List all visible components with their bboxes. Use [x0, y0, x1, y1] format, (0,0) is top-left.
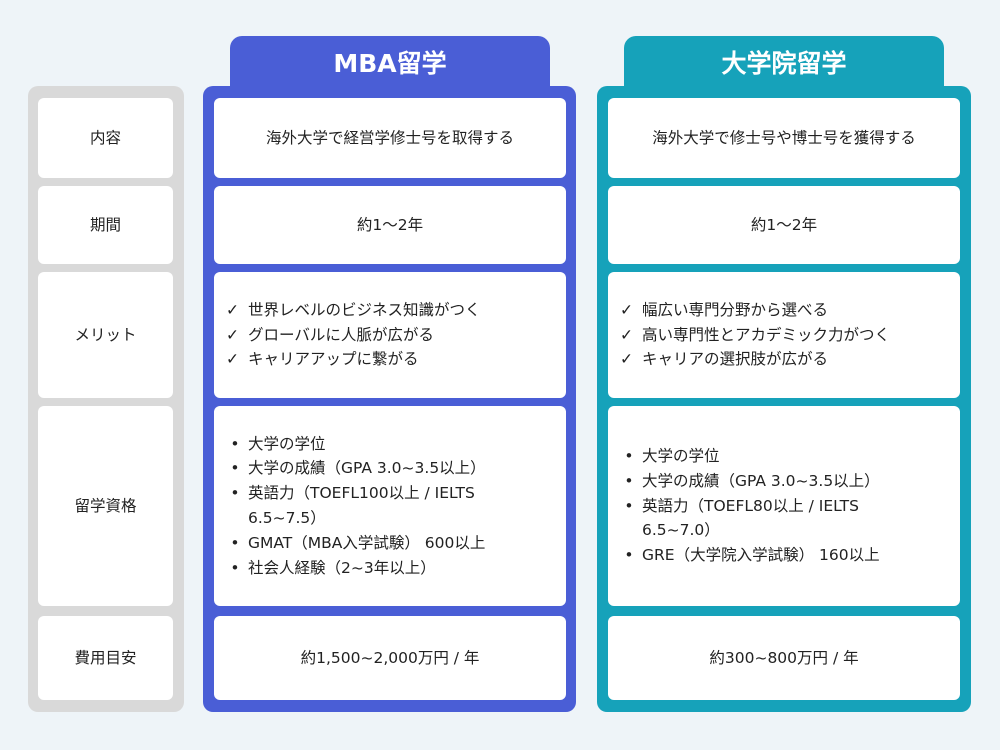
bullet-icon: •	[230, 484, 240, 503]
label-period: 期間	[38, 186, 173, 264]
mba-content: 海外大学で経営学修士号を取得する	[214, 98, 566, 178]
list-item: •大学の学位	[616, 444, 892, 469]
label-cost: 費用目安	[38, 616, 173, 700]
grad-period: 約1〜2年	[608, 186, 960, 264]
list-item: ✓キャリアの選択肢が広がる	[620, 347, 890, 372]
list-item: ✓グローバルに人脈が広がる	[226, 323, 481, 348]
list-item: •大学の成績（GPA 3.0~3.5以上）	[616, 469, 892, 494]
bullet-icon: •	[230, 558, 240, 577]
list-item: ✓世界レベルのビジネス知識がつく	[226, 298, 481, 323]
bullet-icon: •	[624, 496, 634, 515]
bullet-icon: •	[624, 546, 634, 565]
list-item: ✓幅広い専門分野から選べる	[620, 298, 890, 323]
label-qualifications: 留学資格	[38, 406, 173, 606]
mba-merits-list: ✓世界レベルのビジネス知識がつく ✓グローバルに人脈が広がる ✓キャリアアップに…	[226, 298, 481, 372]
mba-cost: 約1,500~2,000万円 / 年	[214, 616, 566, 700]
list-item: ✓高い専門性とアカデミック力がつく	[620, 323, 890, 348]
check-icon: ✓	[226, 325, 239, 344]
list-item: •大学の学位	[222, 432, 508, 457]
check-icon: ✓	[620, 300, 633, 319]
mba-period: 約1〜2年	[214, 186, 566, 264]
list-item: ✓キャリアアップに繋がる	[226, 347, 481, 372]
bullet-icon: •	[230, 459, 240, 478]
check-icon: ✓	[620, 325, 633, 344]
bullet-icon: •	[230, 533, 240, 552]
grad-content: 海外大学で修士号や博士号を獲得する	[608, 98, 960, 178]
list-item: •GRE（大学院入学試験） 160以上	[616, 543, 892, 568]
mba-merits-cell: ✓世界レベルのビジネス知識がつく ✓グローバルに人脈が広がる ✓キャリアアップに…	[214, 272, 566, 398]
grad-merits-list: ✓幅広い専門分野から選べる ✓高い専門性とアカデミック力がつく ✓キャリアの選択…	[620, 298, 890, 372]
bullet-icon: •	[230, 434, 240, 453]
mba-qualifications-cell: •大学の学位 •大学の成績（GPA 3.0~3.5以上） •英語力（TOEFL1…	[214, 406, 566, 606]
check-icon: ✓	[226, 300, 239, 319]
list-item: •英語力（TOEFL100以上 / IELTS 6.5~7.5）	[222, 481, 508, 531]
grad-qualifications-cell: •大学の学位 •大学の成績（GPA 3.0~3.5以上） •英語力（TOEFL8…	[608, 406, 960, 606]
label-content: 内容	[38, 98, 173, 178]
bullet-icon: •	[624, 471, 634, 490]
list-item: •GMAT（MBA入学試験） 600以上	[222, 531, 508, 556]
grad-cost: 約300~800万円 / 年	[608, 616, 960, 700]
bullet-icon: •	[624, 447, 634, 465]
grad-merits-cell: ✓幅広い専門分野から選べる ✓高い専門性とアカデミック力がつく ✓キャリアの選択…	[608, 272, 960, 398]
list-item: •英語力（TOEFL80以上 / IELTS 6.5~7.0）	[616, 494, 892, 544]
list-item: •社会人経験（2~3年以上）	[222, 556, 508, 581]
label-merits: メリット	[38, 272, 173, 398]
grad-qualifications-list: •大学の学位 •大学の成績（GPA 3.0~3.5以上） •英語力（TOEFL8…	[616, 444, 892, 568]
mba-qualifications-list: •大学の学位 •大学の成績（GPA 3.0~3.5以上） •英語力（TOEFL1…	[222, 432, 508, 581]
check-icon: ✓	[226, 350, 239, 369]
list-item: •大学の成績（GPA 3.0~3.5以上）	[222, 456, 508, 481]
check-icon: ✓	[620, 350, 633, 369]
